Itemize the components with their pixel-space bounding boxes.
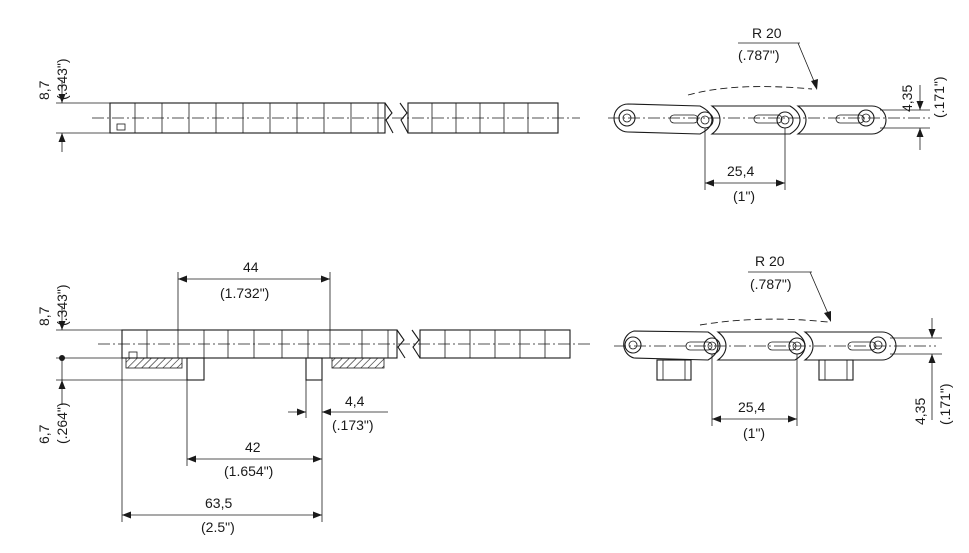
link-2 <box>710 105 801 135</box>
tab-right <box>818 359 854 381</box>
tab-value-label: 4,4 <box>345 393 365 409</box>
pitch-inch-label: (1") <box>733 188 755 204</box>
pitch-value-label: 25,4 <box>727 163 754 179</box>
pitch-inch-label: (1") <box>743 425 765 441</box>
link-2 <box>716 331 806 361</box>
top-left-chain-view: 8,7 (.343") <box>36 58 580 152</box>
radius-inch-label: (.787") <box>738 47 780 63</box>
height-inch-label: (.343") <box>54 284 70 326</box>
slot-1 <box>669 114 699 124</box>
span-bottom-value-label: 63,5 <box>205 495 232 511</box>
depth-inch-label: (.264") <box>54 402 70 444</box>
tab-right <box>305 357 323 381</box>
slot-2 <box>753 114 783 124</box>
wear-strip-left <box>125 357 183 369</box>
pin-2 <box>696 111 714 129</box>
break-line <box>384 102 394 134</box>
radius-value-label: R 20 <box>755 253 785 269</box>
chain-body-left <box>109 102 386 134</box>
radius-inch-label: (.787") <box>750 276 792 292</box>
radius-arc <box>687 86 813 96</box>
tab-left <box>656 359 692 381</box>
span-top-value-label: 44 <box>243 259 259 275</box>
wear-strip-right <box>331 357 385 369</box>
bottom-right-link-view: R 20 (.787") 25,4 (1") 4,35 (.171") <box>614 253 953 441</box>
pin-3 <box>776 111 794 129</box>
radius-arc <box>699 318 829 326</box>
pitch-value-label: 25,4 <box>738 399 765 415</box>
height-value-label: 8,7 <box>36 80 52 100</box>
top-right-link-view: R 20 (.787") 25,4 (1") 4,35 (.171") <box>608 25 947 204</box>
height-value-label: 8,7 <box>36 306 52 326</box>
tab-left <box>186 357 205 381</box>
tab-inch-label: (.173") <box>332 417 374 433</box>
thickness-value-label: 4,35 <box>912 398 928 425</box>
span-bottom-inch-label: (2.5") <box>201 519 235 535</box>
span-mid-inch-label: (1.654") <box>224 463 273 479</box>
link-3 <box>796 105 887 135</box>
thickness-value-label: 4,35 <box>899 85 915 112</box>
marker-square <box>116 123 126 131</box>
span-top-inch-label: (1.732") <box>220 285 269 301</box>
bottom-left-chain-view: 8,7 (.343") 6,7 (.264") 44 (1.732") 4,4 … <box>36 259 590 535</box>
depth-value-label: 6,7 <box>36 424 52 444</box>
span-mid-value-label: 42 <box>245 439 261 455</box>
thickness-inch-label: (.171") <box>931 76 947 118</box>
slot-3 <box>835 114 865 124</box>
thickness-inch-label: (.171") <box>937 383 953 425</box>
height-inch-label: (.343") <box>54 58 70 100</box>
radius-value-label: R 20 <box>752 25 782 41</box>
